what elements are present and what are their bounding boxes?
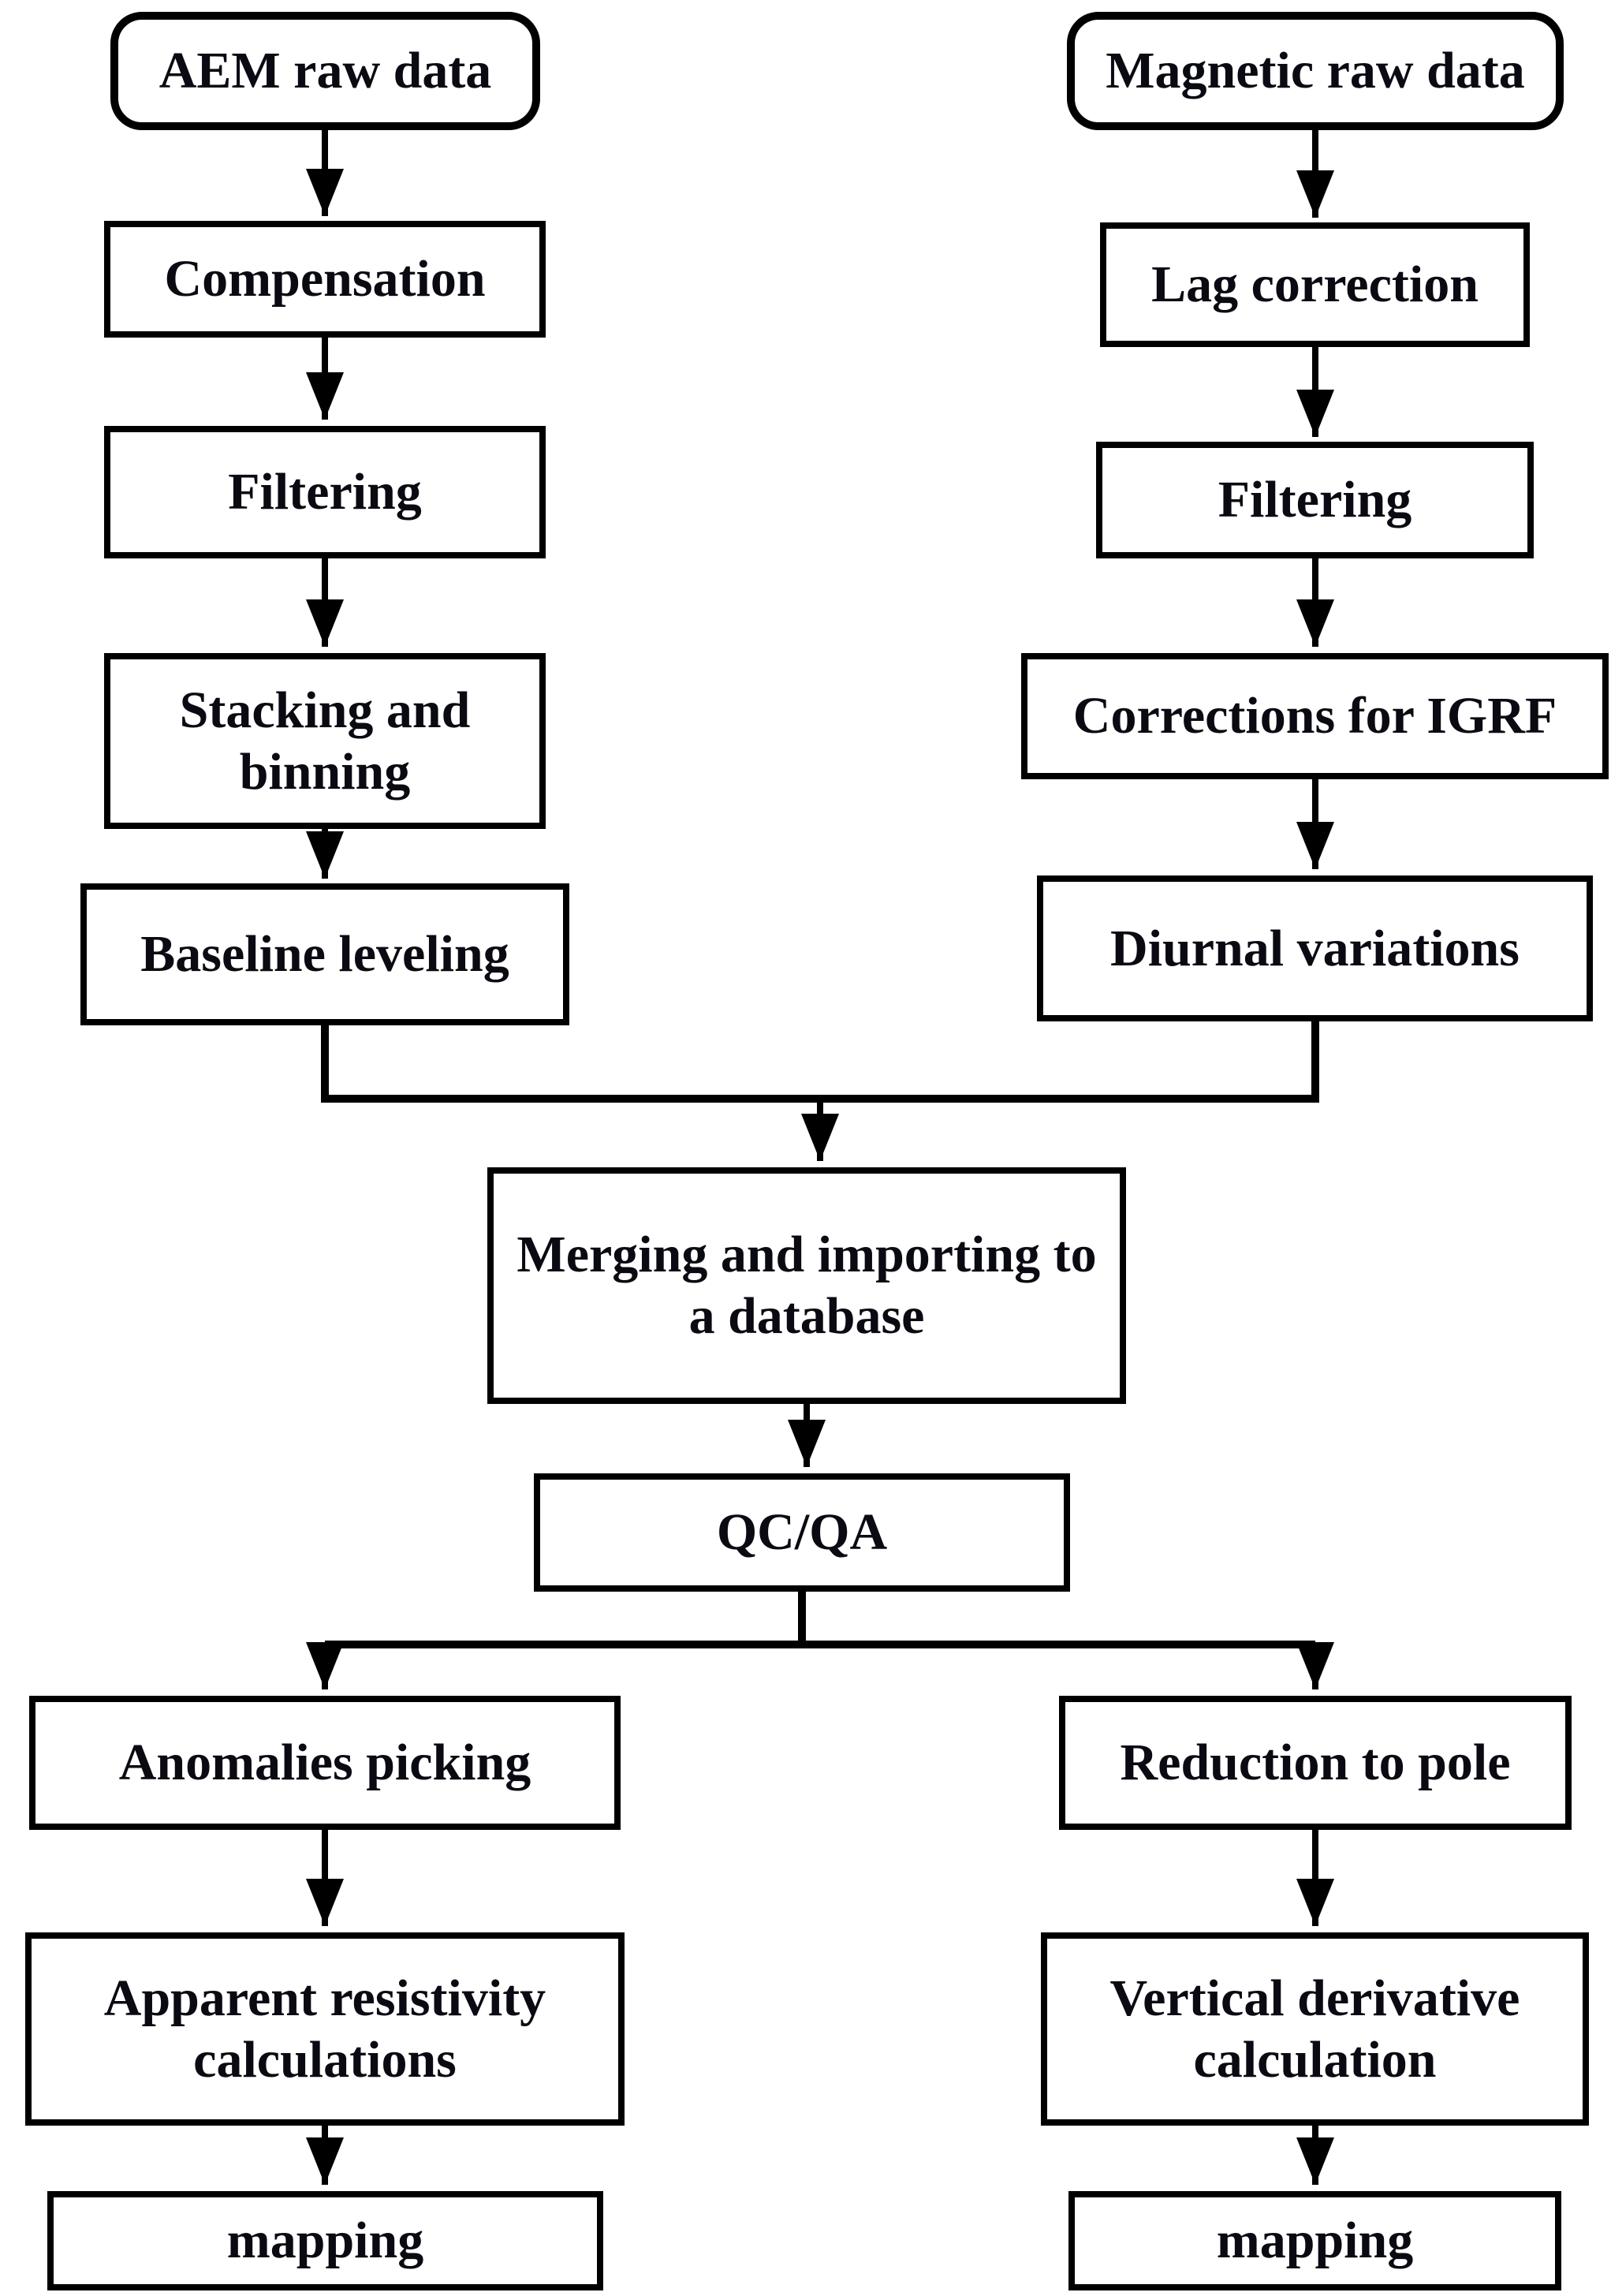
node-diurnal-variations: Diurnal variations (1037, 875, 1593, 1021)
node-corrections-for-igrf-label: Corrections for IGRF (1072, 687, 1557, 745)
node-magnetic-raw-data: Magnetic raw data (1067, 12, 1564, 130)
node-filtering-magnetic-label: Filtering (1218, 471, 1412, 529)
node-mapping-magnetic-label: mapping (1216, 2212, 1414, 2270)
node-aem-raw-data-label: AEM raw data (158, 42, 492, 100)
node-reduction-to-pole-label: Reduction to pole (1120, 1734, 1511, 1792)
node-mapping-aem-label: mapping (226, 2212, 424, 2270)
node-baseline-leveling: Baseline leveling (80, 883, 569, 1025)
node-reduction-to-pole: Reduction to pole (1059, 1696, 1572, 1830)
node-merging-and-importing-label: Merging and importing to a database (516, 1226, 1097, 1345)
node-mapping-aem: mapping (47, 2191, 603, 2290)
node-aem-raw-data: AEM raw data (110, 12, 540, 130)
connector-split-elbow (325, 1592, 1315, 1648)
node-vertical-derivative-calculation-label: Vertical derivative calculation (1109, 1969, 1520, 2089)
node-anomalies-picking-label: Anomalies picking (118, 1734, 531, 1792)
node-vertical-derivative-calculation: Vertical derivative calculation (1041, 1932, 1589, 2126)
node-apparent-resistivity-calculations-label: Apparent resistivity calculations (103, 1969, 546, 2089)
node-magnetic-raw-data-label: Magnetic raw data (1106, 42, 1525, 100)
node-filtering-magnetic: Filtering (1096, 442, 1534, 558)
node-compensation-label: Compensation (164, 250, 486, 308)
node-filtering-aem-label: Filtering (228, 463, 422, 521)
node-baseline-leveling-label: Baseline leveling (140, 925, 509, 984)
node-compensation: Compensation (104, 221, 546, 338)
node-filtering-aem: Filtering (104, 426, 546, 558)
node-corrections-for-igrf: Corrections for IGRF (1021, 653, 1609, 779)
node-merging-and-importing: Merging and importing to a database (487, 1167, 1126, 1404)
node-qc-qa: QC/QA (534, 1473, 1070, 1592)
node-qc-qa-label: QC/QA (716, 1503, 888, 1562)
node-diurnal-variations-label: Diurnal variations (1110, 919, 1520, 977)
node-lag-correction: Lag correction (1100, 222, 1530, 347)
node-lag-correction-label: Lag correction (1151, 256, 1479, 314)
connector-merge-elbow (321, 1021, 1319, 1103)
node-apparent-resistivity-calculations: Apparent resistivity calculations (25, 1932, 625, 2126)
node-stacking-and-binning: Stacking and binning (104, 653, 546, 829)
node-anomalies-picking: Anomalies picking (29, 1696, 621, 1830)
node-stacking-and-binning-label: Stacking and binning (179, 681, 471, 801)
node-mapping-magnetic: mapping (1068, 2191, 1561, 2290)
